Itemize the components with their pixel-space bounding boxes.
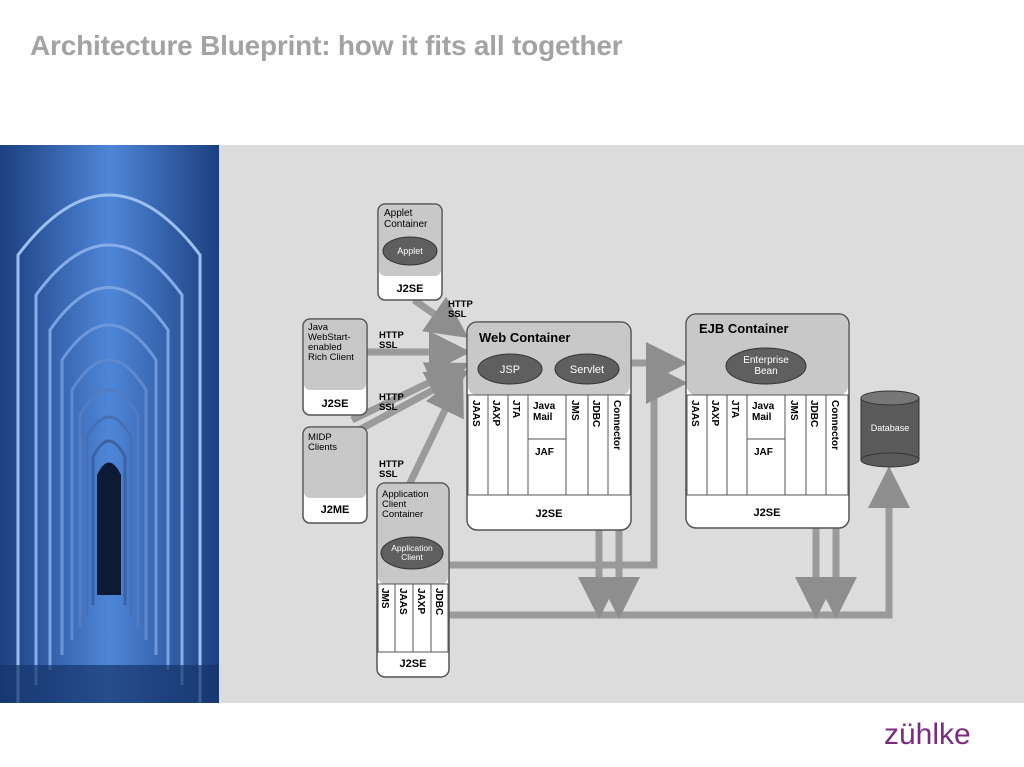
applet-platform: J2SE (397, 283, 424, 295)
ejb-api-jdbc: JDBC (808, 400, 819, 427)
app-client-api-jdbc: JDBC (433, 588, 444, 615)
rich-client: Java WebStart- enabled Rich Client J2SE (302, 318, 368, 416)
applet-container: Applet Container Applet J2SE (377, 203, 443, 301)
applet-container-title-2: Container (384, 219, 428, 230)
protocol-1-http: HTTP (448, 299, 473, 310)
protocol-1-ssl: SSL (448, 309, 467, 320)
app-client-platform: J2SE (400, 658, 427, 670)
arches-photo (0, 145, 219, 703)
database-label: Database (871, 423, 910, 433)
diagram-panel: Applet Container Applet J2SE Java WebSta… (219, 145, 1024, 703)
ejb-api-jms: JMS (788, 400, 799, 421)
app-client-api-jaxp: JAXP (415, 588, 426, 614)
application-client-container: Application Client Container Application… (376, 482, 450, 678)
ejb-api-jaxp: JAXP (709, 400, 720, 426)
rich-client-line-1: Java (308, 322, 329, 333)
applet-container-title-1: Applet (384, 208, 413, 219)
web-api-jaxp: JAXP (490, 400, 501, 426)
ejb-api-jaas: JAAS (689, 400, 700, 427)
web-api-jdbc: JDBC (590, 400, 601, 427)
web-api-jms: JMS (569, 400, 580, 421)
web-javamail-1: Java (533, 401, 556, 412)
ejb-jaf: JAF (754, 447, 773, 458)
rich-client-line-4: Rich Client (308, 352, 354, 363)
midp-platform: J2ME (321, 504, 350, 516)
ejb-javamail-1: Java (752, 401, 775, 412)
midp-line-1: MIDP (308, 432, 332, 443)
ejb-javamail-2: Mail (752, 412, 772, 423)
app-client-line-1: Application (382, 489, 428, 500)
protocol-2-http: HTTP (379, 330, 404, 341)
ejb-container: EJB Container Enterprise Bean JAAS JAXP … (685, 313, 850, 529)
app-client-api-jms: JMS (379, 588, 390, 609)
protocol-3-ssl: SSL (379, 402, 398, 413)
architecture-diagram: Applet Container Applet J2SE Java WebSta… (302, 203, 920, 678)
midp-line-2: Clients (308, 442, 337, 453)
rich-client-platform: J2SE (322, 398, 349, 410)
zuhlke-logo: zühlke (884, 718, 971, 751)
ejb-api-jta: JTA (729, 400, 740, 418)
protocol-labels: HTTP SSL HTTP SSL HTTP SSL HTTP SSL (379, 299, 473, 480)
app-client-line-3: Container (382, 509, 423, 520)
protocol-3-http: HTTP (379, 392, 404, 403)
web-servlet: Servlet (570, 364, 604, 376)
web-javamail-2: Mail (533, 412, 553, 423)
protocol-4-http: HTTP (379, 459, 404, 470)
ejb-api-connector: Connector (829, 400, 840, 450)
web-jsp: JSP (500, 364, 520, 376)
slide-title: Architecture Blueprint: how it fits all … (30, 30, 623, 61)
rich-client-line-2: WebStart- (308, 332, 351, 343)
midp-clients: MIDP Clients J2ME (302, 426, 368, 524)
app-client-component-2: Client (401, 552, 423, 562)
app-client-line-2: Client (382, 499, 407, 510)
ejb-container-title: EJB Container (699, 321, 789, 336)
ejb-component-1: Enterprise (743, 355, 789, 366)
ejb-component-2: Bean (754, 366, 777, 377)
web-container: Web Container JSP Servlet JAAS JAXP JTA … (466, 321, 632, 531)
web-jaf: JAF (535, 447, 554, 458)
web-platform: J2SE (536, 508, 563, 520)
web-api-jta: JTA (510, 400, 521, 418)
app-client-api-jaas: JAAS (397, 588, 408, 615)
web-api-connector: Connector (611, 400, 622, 450)
app-client-component-1: Application (391, 543, 433, 553)
ejb-platform: J2SE (754, 507, 781, 519)
applet-component: Applet (397, 246, 423, 256)
rich-client-line-3: enabled (308, 342, 342, 353)
protocol-2-ssl: SSL (379, 340, 398, 351)
protocol-4-ssl: SSL (379, 469, 398, 480)
web-api-jaas: JAAS (470, 400, 481, 427)
web-container-title: Web Container (479, 330, 571, 345)
database-cylinder: Database (860, 390, 920, 468)
